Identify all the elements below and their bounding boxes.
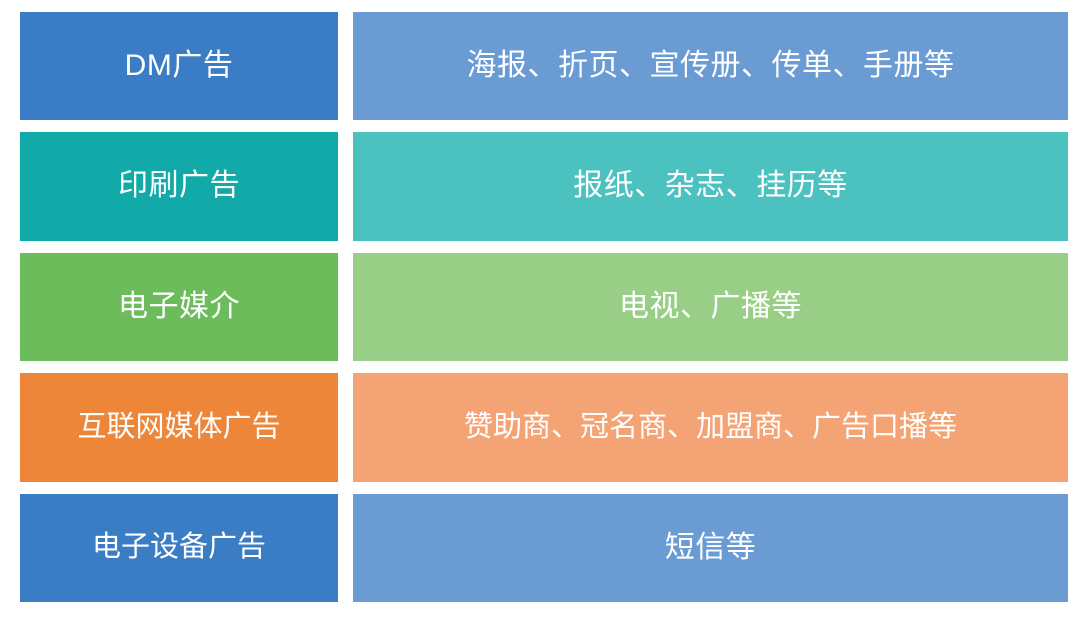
table-row: DM广告 海报、折页、宣传册、传单、手册等 (20, 12, 1068, 121)
examples-cell-5[interactable]: 短信等 (353, 493, 1068, 603)
table-row: 电子媒介 电视、广播等 (20, 252, 1068, 362)
table-row: 电子设备广告 短信等 (20, 493, 1068, 603)
table-row: 印刷广告 报纸、杂志、挂历等 (20, 132, 1068, 241)
examples-cell-4[interactable]: 赞助商、冠名商、加盟商、广告口播等 (353, 373, 1068, 482)
table-row: 互联网媒体广告 赞助商、冠名商、加盟商、广告口播等 (20, 373, 1068, 482)
category-cell-4[interactable]: 互联网媒体广告 (20, 373, 338, 482)
category-cell-3[interactable]: 电子媒介 (20, 252, 338, 362)
examples-cell-1[interactable]: 海报、折页、宣传册、传单、手册等 (353, 12, 1068, 121)
category-cell-5[interactable]: 电子设备广告 (20, 493, 338, 603)
category-cell-2[interactable]: 印刷广告 (20, 132, 338, 241)
category-cell-1[interactable]: DM广告 (20, 12, 338, 121)
examples-cell-2[interactable]: 报纸、杂志、挂历等 (353, 132, 1068, 241)
examples-cell-3[interactable]: 电视、广播等 (353, 252, 1068, 362)
